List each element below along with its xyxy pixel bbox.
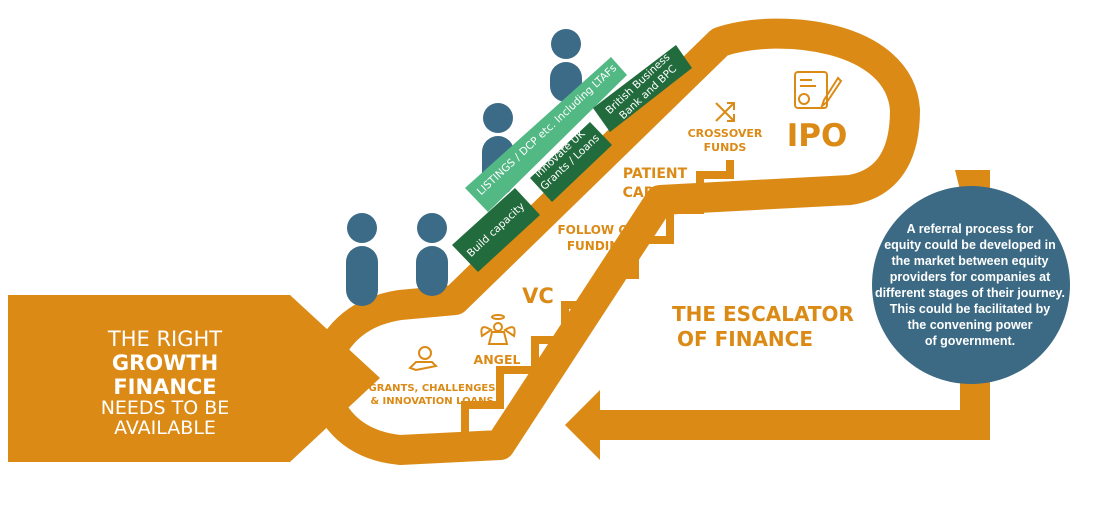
- info-circle-text: A referral process for equity could be d…: [870, 210, 1070, 360]
- stage-crossover-line2: FUNDS: [704, 141, 747, 154]
- crossover-arrows-icon: [715, 102, 735, 122]
- growth-finance-arrow: [8, 295, 380, 462]
- info-line: A referral process for: [906, 222, 1034, 236]
- arrow-label-line1: THE RIGHT: [107, 327, 222, 351]
- info-line: equity could be developed in: [884, 238, 1056, 252]
- stage-patient-line2: CAPITAL: [623, 185, 688, 201]
- arrow-label-line2: GROWTH: [112, 351, 218, 375]
- info-line: of government.: [924, 334, 1016, 348]
- stage-grants-line1: GRANTS, CHALLENGES: [369, 383, 496, 394]
- arrow-label-line3: FINANCE: [113, 375, 216, 399]
- info-line: the market between equity: [891, 254, 1049, 268]
- info-line: providers for companies at: [889, 270, 1051, 284]
- stage-patient-line1: PATIENT: [623, 166, 688, 182]
- arrow-label: THE RIGHT GROWTH FINANCE NEEDS TO BE AVA…: [101, 327, 230, 439]
- certificate-icon: [794, 71, 843, 109]
- arrow-label-line4: NEEDS TO BE: [101, 397, 230, 419]
- arrow-label-line5: AVAILABLE: [114, 417, 216, 439]
- stage-follow-on-line2: FUNDING: [567, 239, 629, 253]
- stage-grants-line2: & INNOVATION LOANS: [370, 396, 493, 407]
- escalator-title-line1: THE ESCALATOR: [672, 302, 854, 326]
- escalator-title-line2: OF FINANCE: [677, 327, 813, 351]
- return-arrow: [565, 170, 990, 460]
- info-circle: [872, 186, 1070, 384]
- hand-heart-icon: [408, 346, 439, 372]
- stage-vc: VC: [522, 284, 554, 308]
- stage-follow-on-line1: FOLLOW ON: [557, 223, 638, 237]
- stage-crossover-line1: CROSSOVER: [688, 127, 763, 140]
- stage-angel: ANGEL: [474, 352, 521, 367]
- stage-ipo: IPO: [787, 118, 848, 154]
- info-line: This could be facilitated by: [889, 302, 1051, 316]
- person-icon: [346, 213, 378, 306]
- person-icon: [416, 213, 448, 296]
- escalator-stairs: [461, 160, 734, 440]
- info-line: different stages of their journey.: [874, 286, 1066, 300]
- info-line: the convening power: [907, 318, 1033, 332]
- angel-icon: [480, 314, 516, 345]
